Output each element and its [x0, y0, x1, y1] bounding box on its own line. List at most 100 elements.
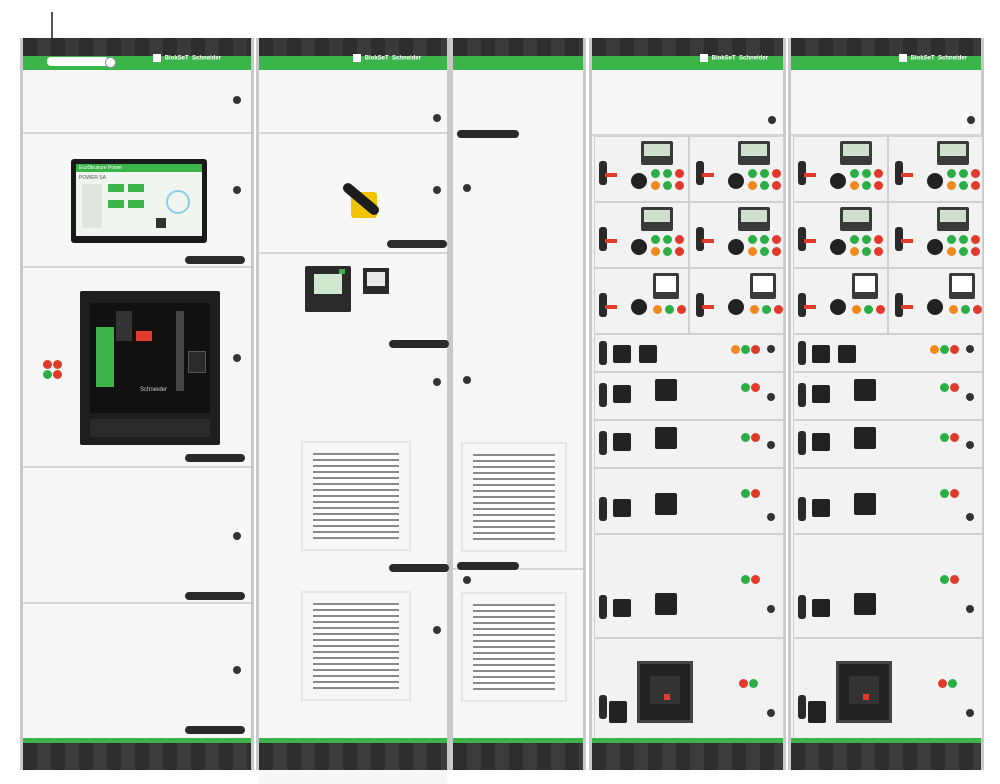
- selector-switch[interactable]: [927, 299, 943, 315]
- drawer-handle[interactable]: [895, 293, 903, 317]
- drawer-handle[interactable]: [798, 695, 806, 719]
- selector-switch[interactable]: [927, 173, 943, 189]
- door-lock-icon[interactable]: [233, 532, 241, 540]
- motor-drawer[interactable]: [888, 136, 983, 202]
- drawer-handle[interactable]: [696, 293, 704, 317]
- door-top[interactable]: [592, 70, 783, 136]
- door-lock-icon[interactable]: [463, 376, 471, 384]
- door-handle[interactable]: [185, 256, 245, 264]
- door-lock-icon[interactable]: [233, 666, 241, 674]
- air-circuit-breaker[interactable]: Schneider: [80, 291, 220, 445]
- drawer-handle[interactable]: [599, 293, 607, 317]
- drawer-handle[interactable]: [599, 431, 607, 455]
- door-handle[interactable]: [387, 240, 447, 248]
- breaker-drawer[interactable]: [594, 638, 784, 738]
- drawer-handle[interactable]: [798, 227, 806, 251]
- rotary-handle[interactable]: [613, 599, 631, 617]
- door-lock-icon[interactable]: [433, 186, 441, 194]
- door-lock-icon[interactable]: [233, 354, 241, 362]
- drawer-handle[interactable]: [599, 383, 607, 407]
- moulded-case-breaker[interactable]: [637, 661, 693, 723]
- door-handle[interactable]: [457, 130, 519, 138]
- rotary-handle[interactable]: [613, 385, 631, 403]
- breaker-drawer[interactable]: [793, 638, 983, 738]
- door-lock-icon[interactable]: [966, 441, 974, 449]
- rotary-handle[interactable]: [812, 499, 830, 517]
- drawer-handle[interactable]: [599, 497, 607, 521]
- door-lock-icon[interactable]: [966, 345, 974, 353]
- rotary-handle[interactable]: [655, 427, 677, 449]
- rotary-handle[interactable]: [655, 493, 677, 515]
- rotary-handle[interactable]: [639, 345, 657, 363]
- motor-drawer[interactable]: [689, 136, 784, 202]
- door-top[interactable]: [791, 70, 981, 136]
- selector-switch[interactable]: [631, 299, 647, 315]
- door-handle[interactable]: [389, 564, 449, 572]
- drawer-handle[interactable]: [798, 383, 806, 407]
- door-lock-icon[interactable]: [233, 186, 241, 194]
- door-lock-icon[interactable]: [767, 393, 775, 401]
- rotary-handle[interactable]: [655, 593, 677, 615]
- door-lock-icon[interactable]: [463, 576, 471, 584]
- trip-button[interactable]: [136, 331, 152, 341]
- drawer-handle[interactable]: [599, 695, 607, 719]
- rotary-handle[interactable]: [838, 345, 856, 363]
- rotary-handle[interactable]: [854, 427, 876, 449]
- drawer-handle[interactable]: [599, 161, 607, 185]
- door-lock-icon[interactable]: [463, 184, 471, 192]
- rotary-handle[interactable]: [613, 345, 631, 363]
- motor-drawer[interactable]: [888, 268, 983, 334]
- drawer-handle[interactable]: [798, 341, 806, 365]
- door-handle[interactable]: [457, 562, 519, 570]
- door-cable-upper[interactable]: [453, 70, 583, 570]
- door-lock-icon[interactable]: [433, 626, 441, 634]
- door-lock-icon[interactable]: [767, 513, 775, 521]
- drawer-handle[interactable]: [798, 497, 806, 521]
- motor-drawer[interactable]: [793, 136, 888, 202]
- door-lock-icon[interactable]: [767, 441, 775, 449]
- rotary-handle[interactable]: [812, 599, 830, 617]
- motor-drawer[interactable]: [793, 268, 888, 334]
- rotary-handle[interactable]: [613, 433, 631, 451]
- drawer-handle[interactable]: [696, 161, 704, 185]
- door-lock-icon[interactable]: [233, 96, 241, 104]
- hmi-screen[interactable]: EcoStruxure Power POWER SA: [71, 159, 207, 243]
- door-top[interactable]: [23, 70, 251, 134]
- door-hmi[interactable]: EcoStruxure Power POWER SA: [23, 134, 251, 268]
- drawer-handle[interactable]: [599, 227, 607, 251]
- door-handle[interactable]: [185, 454, 245, 462]
- door-lock-icon[interactable]: [966, 605, 974, 613]
- door-metering[interactable]: [259, 254, 449, 784]
- feeder-drawer[interactable]: [594, 334, 784, 372]
- rotary-handle[interactable]: [613, 499, 631, 517]
- door-lock-icon[interactable]: [767, 345, 775, 353]
- feeder-drawer[interactable]: [793, 420, 983, 468]
- drawer-handle[interactable]: [798, 595, 806, 619]
- door-switch[interactable]: [259, 134, 447, 254]
- motor-drawer[interactable]: [793, 202, 888, 268]
- drawer-handle[interactable]: [798, 161, 806, 185]
- rotary-handle[interactable]: [854, 593, 876, 615]
- feeder-drawer[interactable]: [793, 468, 983, 534]
- feeder-drawer[interactable]: [594, 372, 784, 420]
- motor-drawer[interactable]: [594, 268, 689, 334]
- feeder-drawer[interactable]: [793, 334, 983, 372]
- door-acb[interactable]: Schneider: [23, 268, 251, 468]
- door-top[interactable]: [259, 70, 447, 134]
- feeder-drawer[interactable]: [594, 534, 784, 638]
- rotary-handle[interactable]: [655, 379, 677, 401]
- drawer-handle[interactable]: [696, 227, 704, 251]
- door-lock-icon[interactable]: [966, 393, 974, 401]
- door-lock-icon[interactable]: [966, 513, 974, 521]
- door-lock-icon[interactable]: [433, 114, 441, 122]
- door-lock-icon[interactable]: [967, 116, 975, 124]
- rotary-handle[interactable]: [854, 493, 876, 515]
- drawer-handle[interactable]: [798, 293, 806, 317]
- door-cable-lower[interactable]: [453, 570, 583, 738]
- selector-switch[interactable]: [830, 239, 846, 255]
- selector-switch[interactable]: [728, 173, 744, 189]
- motor-drawer[interactable]: [594, 202, 689, 268]
- rotary-handle[interactable]: [609, 701, 627, 723]
- moulded-case-breaker[interactable]: [836, 661, 892, 723]
- drawer-handle[interactable]: [599, 341, 607, 365]
